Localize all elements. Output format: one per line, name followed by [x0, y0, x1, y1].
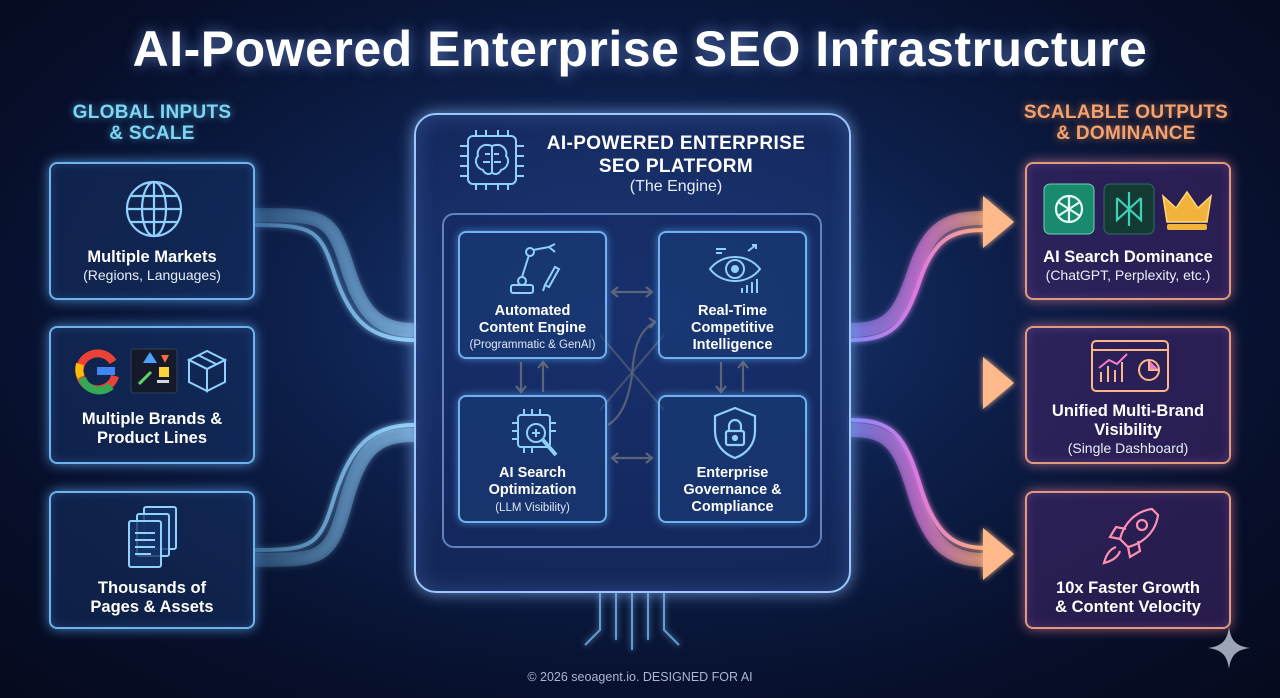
module-label-line3: Compliance: [691, 499, 774, 515]
shield-lock-icon: [713, 406, 757, 460]
card-label-line2: Visibility: [1094, 421, 1162, 439]
module-ai-search-opt: AI Search Optimization (LLM Visibility): [458, 395, 607, 523]
dashboard-icon: [1091, 340, 1169, 392]
output-flow-paths: [850, 211, 986, 567]
module-sub: (Programmatic & GenAI): [469, 339, 596, 351]
module-sub: (LLM Visibility): [495, 502, 570, 514]
card-label: AI Search Dominance: [1043, 248, 1213, 266]
card-sub: (ChatGPT, Perplexity, etc.): [1045, 267, 1211, 283]
eye-chart-icon: [708, 244, 762, 293]
ai-logos-crown-icon: [1043, 183, 1213, 235]
outputs-heading: SCALABLE OUTPUTS & DOMINANCE: [1016, 102, 1236, 144]
module-label-line1: Enterprise: [696, 465, 769, 481]
brain-chip-icon: [460, 130, 524, 190]
module-label-line2: Optimization: [488, 482, 577, 498]
output-card-ai-search: AI Search Dominance (ChatGPT, Perplexity…: [1025, 162, 1231, 300]
module-connectors: [515, 286, 749, 464]
module-competitive-intel: Real-Time Competitive Intelligence: [658, 231, 807, 359]
module-label-line3: Intelligence: [692, 337, 773, 353]
package-icon: [186, 349, 228, 393]
inputs-heading-line1: GLOBAL INPUTS: [72, 102, 232, 123]
footer-copyright: © 2026 seoagent.io. DESIGNED FOR AI: [527, 670, 753, 684]
input-flow-paths: [254, 208, 415, 567]
card-label-line1: Multiple Brands &: [81, 410, 223, 428]
engine-title-line1: AI-POWERED ENTERPRISE: [546, 133, 806, 154]
outputs-heading-line1: SCALABLE OUTPUTS: [1023, 102, 1229, 123]
page-title: AI-Powered Enterprise SEO Infrastructure: [132, 21, 1148, 77]
card-label-line1: Thousands of: [97, 579, 207, 597]
outputs-heading-line2: & DOMINANCE: [1056, 123, 1196, 144]
chip-search-icon: [512, 409, 558, 457]
card-label-line2: & Content Velocity: [1055, 598, 1201, 616]
engine-title: AI-POWERED ENTERPRISE SEO PLATFORM: [536, 132, 816, 178]
engine-subtitle: (The Engine): [629, 178, 723, 195]
output-card-growth: 10x Faster Growth & Content Velocity: [1025, 491, 1231, 629]
sparkle-icon: [1208, 627, 1250, 669]
input-card-markets: Multiple Markets (Regions, Languages): [49, 162, 255, 300]
card-label-line1: Unified Multi-Brand: [1051, 402, 1205, 420]
card-label: Multiple Markets: [87, 248, 217, 266]
card-sub: (Single Dashboard): [1067, 440, 1189, 456]
module-label-line1: AI Search: [499, 465, 566, 481]
circuit-lines: [584, 593, 680, 650]
rocket-icon: [1102, 507, 1160, 565]
output-card-visibility: Unified Multi-Brand Visibility (Single D…: [1025, 326, 1231, 464]
robot-arm-icon: [510, 243, 561, 294]
card-sub: (Regions, Languages): [83, 267, 221, 283]
input-card-pages: Thousands of Pages & Assets: [49, 491, 255, 629]
documents-icon: [128, 506, 177, 568]
input-card-brands: Multiple Brands & Product Lines: [49, 326, 255, 464]
card-label-line2: Product Lines: [96, 429, 207, 447]
output-arrowheads: [983, 196, 1014, 580]
inputs-heading-line2: & SCALE: [109, 123, 195, 144]
module-label-line2: Governance &: [683, 482, 782, 498]
globe-icon: [125, 180, 183, 238]
engine-title-line2: SEO PLATFORM: [598, 156, 754, 177]
module-governance: Enterprise Governance & Compliance: [658, 395, 807, 523]
module-content-engine: Automated Content Engine (Programmatic &…: [458, 231, 607, 359]
card-label-line1: 10x Faster Growth: [1056, 579, 1200, 597]
module-label-line1: Automated: [494, 303, 571, 319]
card-label-line2: Pages & Assets: [90, 598, 214, 616]
module-label-line2: Content Engine: [478, 320, 587, 336]
module-label-line1: Real-Time: [697, 303, 768, 319]
inputs-heading: GLOBAL INPUTS & SCALE: [42, 102, 262, 144]
crown-icon: [1161, 190, 1213, 223]
brand-logos-icon: [75, 348, 228, 395]
google-logo-icon: [75, 349, 119, 395]
module-label-line2: Competitive: [691, 320, 774, 336]
